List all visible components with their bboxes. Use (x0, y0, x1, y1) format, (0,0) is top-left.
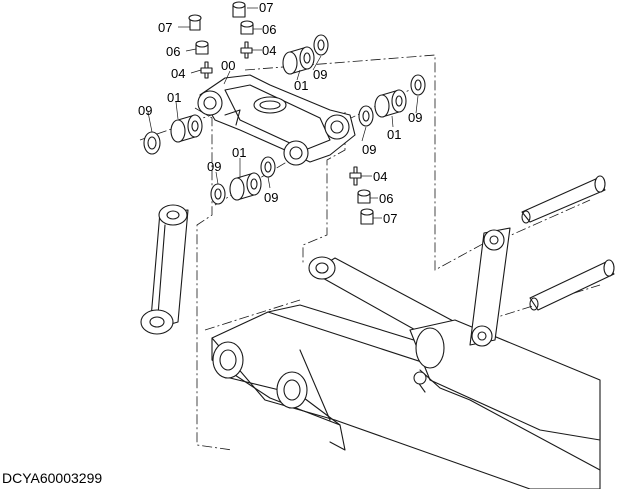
bushings (170, 46, 407, 201)
part-label: 07 (383, 211, 397, 226)
part-label: 09 (408, 110, 422, 125)
part-label: 07 (158, 20, 172, 35)
part-label: 06 (379, 191, 393, 206)
part-label: 09 (264, 190, 278, 205)
upper-link-body (197, 74, 356, 166)
part-label: 04 (171, 66, 185, 81)
drawing-code: DCYA60003299 (2, 470, 102, 486)
part-label: 06 (262, 22, 276, 37)
part-label: 09 (138, 103, 152, 118)
part-label: 06 (166, 44, 180, 59)
part-label: 09 (362, 142, 376, 157)
fittings-and-caps (188, 1, 374, 225)
part-label: 01 (387, 127, 401, 142)
part-label: 00 (221, 58, 235, 73)
part-label: 01 (294, 78, 308, 93)
right-link-bar (469, 175, 615, 347)
part-label: 04 (373, 169, 387, 184)
part-label: 04 (262, 43, 276, 58)
part-label: 09 (207, 159, 221, 174)
leader-lines (147, 7, 419, 219)
part-labels: 07 07 06 06 04 04 00 09 01 09 01 09 09 0… (138, 0, 422, 226)
hydraulic-cylinder (308, 256, 601, 471)
part-label: 01 (232, 145, 246, 160)
part-label: 01 (167, 90, 181, 105)
left-link-bar (140, 204, 189, 335)
seals (143, 34, 426, 205)
part-label: 07 (259, 0, 273, 15)
boom-arm (211, 304, 601, 489)
part-label: 09 (313, 67, 327, 82)
